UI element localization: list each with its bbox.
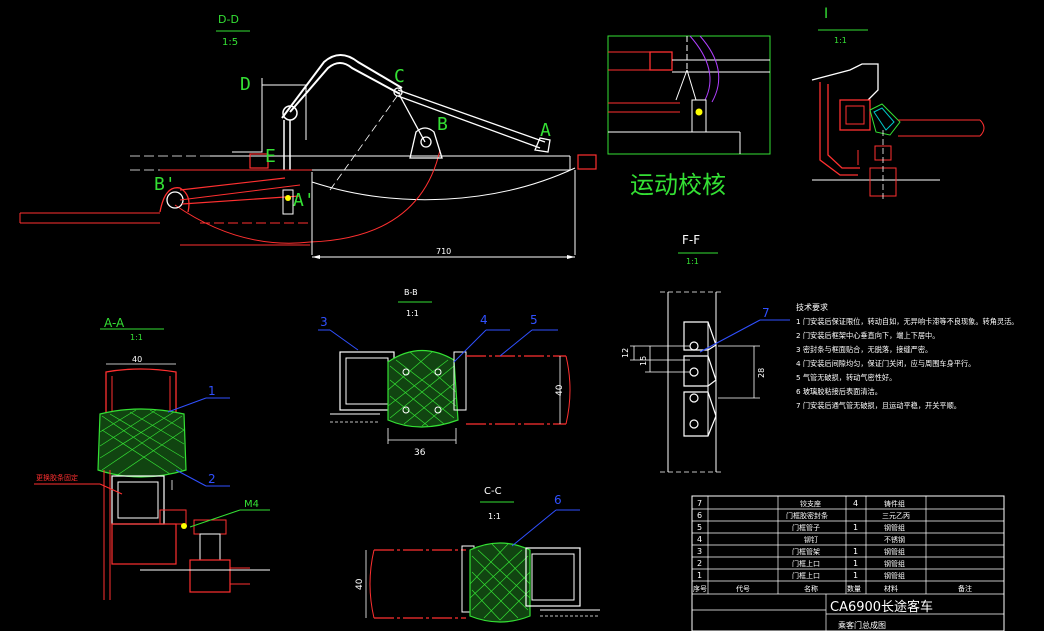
bom-row-3-qty: 1 <box>853 523 858 532</box>
label-a: A <box>540 120 551 141</box>
callout-aa-1: 1 <box>208 384 216 398</box>
bom-row: 3 门框管架 1 钢管组 <box>697 547 905 556</box>
bom-row-7-material: 钢管组 <box>884 571 905 580</box>
title-block-subtitle: 乘客门总成图 <box>838 620 886 630</box>
callout-bb-5: 5 <box>530 313 538 327</box>
label-b: B <box>437 114 448 135</box>
label-c: C <box>394 66 405 87</box>
dim-aa-40: 40 <box>132 355 142 364</box>
section-dd-title: D-D <box>218 13 239 26</box>
section-aa-scale: 1:1 <box>130 333 143 342</box>
bom-row-1-name: 铰支座 <box>800 499 821 508</box>
tech-req-item-4: 4 门安装后间隙均匀，保证门关闭，应与周围车身平行。 <box>796 359 975 368</box>
tech-req-item-7: 7 门安装后通气管无破损，且运动平稳，开关平顺。 <box>796 401 961 410</box>
bom-row: 5 门框管子 1 钢管组 <box>697 523 905 532</box>
dim-cc-40: 40 <box>355 578 365 590</box>
callout-bb-4: 4 <box>480 313 488 327</box>
bom-row-2-name: 门框胶密封条 <box>786 511 828 520</box>
bom-row-4-material: 不锈钢 <box>884 535 905 544</box>
section-cc-view: C-C 1:1 40 6 <box>355 486 600 623</box>
callout-cc-6: 6 <box>554 493 562 507</box>
tech-req-title: 技术要求 <box>796 302 828 312</box>
detail-i-scale: 1:1 <box>834 36 847 45</box>
tech-req-item-2: 2 门安装后框架中心垂直向下，端上下居中。 <box>796 331 939 340</box>
bom-row-1-qty: 4 <box>853 499 858 508</box>
title-block-title: CA6900长途客车 <box>830 599 933 615</box>
bom-row: 1 门框上口 1 钢管组 <box>697 571 905 580</box>
bom-row-1-no: 7 <box>697 499 702 508</box>
section-ff-title: F-F <box>682 233 700 247</box>
bom-row-7-qty: 1 <box>853 571 858 580</box>
bom-row-2-no: 6 <box>697 511 702 520</box>
bom-row-5-name: 门框管架 <box>792 547 820 556</box>
section-dd-scale: 1:5 <box>222 37 238 48</box>
bom-row: 7 铰支座 4 铸件组 <box>697 499 905 508</box>
bom-header-remark: 备注 <box>958 584 972 593</box>
bom-row-6-material: 钢管组 <box>884 559 905 568</box>
bom-header-code: 代号 <box>736 584 750 593</box>
dim-ff-28: 28 <box>757 368 766 378</box>
section-cc-scale: 1:1 <box>488 512 501 521</box>
bom-row: 2 门框上口 1 钢管组 <box>697 559 905 568</box>
bom-row-3-no: 5 <box>697 523 702 532</box>
label-d: D <box>240 74 251 95</box>
bom-row-7-name: 门框上口 <box>792 571 820 580</box>
callout-bb-3: 3 <box>320 315 328 329</box>
dim-ff-15: 15 <box>639 356 648 366</box>
bom-row-5-qty: 1 <box>853 547 858 556</box>
bom-row-5-no: 3 <box>697 547 702 556</box>
bom-row-2-material: 三元乙丙 <box>882 512 910 520</box>
tech-req-item-1: 1 门安装后保证限位，转动自如，无异响卡滞等不良现象。转角灵活。 <box>796 317 1019 326</box>
bom-row-4-no: 4 <box>697 535 702 544</box>
tech-req-item-5: 5 气管无破损，转动气密性好。 <box>796 373 896 382</box>
detail-i-title: I <box>824 6 828 22</box>
section-aa-title: A-A <box>104 316 125 330</box>
bom-row-6-name: 门框上口 <box>792 559 820 568</box>
detail-i-view: I 1:1 <box>811 6 985 200</box>
section-bb-title: B-B <box>404 288 418 297</box>
label-m4: M4 <box>244 499 259 510</box>
label-e: E <box>265 146 276 167</box>
tech-req-item-6: 6 玻璃胶粘接后表面清洁。 <box>796 387 882 396</box>
bom-header-qty: 数量 <box>847 584 861 593</box>
bom-table: 7 铰支座 4 铸件组 6 门框胶密封条 三元乙丙 5 门框管子 1 钢管组 4… <box>691 495 1005 631</box>
section-ff-scale: 1:1 <box>686 257 699 266</box>
dim-710: 710 <box>436 247 451 256</box>
bom-row-1-material: 铸件组 <box>884 499 905 508</box>
callout-aa-2: 2 <box>208 472 216 486</box>
callout-7: 7 <box>762 306 770 320</box>
bom-row-3-name: 门框管子 <box>792 523 820 532</box>
bom-header-material: 材料 <box>884 584 898 593</box>
motion-check-inset: 运动校核 <box>607 35 771 199</box>
bom-row: 4 铆钉 不锈钢 <box>697 535 905 544</box>
dim-bb-36: 36 <box>414 448 426 458</box>
section-bb-scale: 1:1 <box>406 309 419 318</box>
label-a-prime: A' <box>293 190 315 211</box>
bom-row-4-name: 铆钉 <box>804 535 818 544</box>
section-cc-title: C-C <box>484 486 502 497</box>
tech-requirements: 技术要求 1 门安装后保证限位，转动自如，无异响卡滞等不良现象。转角灵活。 2 … <box>796 302 1019 410</box>
section-aa-view: A-A 1:1 40 1 2 M4 更换胶 <box>34 316 270 600</box>
motion-check-title: 运动校核 <box>630 171 726 199</box>
bom-row-5-material: 钢管组 <box>884 547 905 556</box>
dim-bb-40: 40 <box>555 384 565 396</box>
section-ff-view: F-F 1:1 12 15 28 7 <box>621 233 790 473</box>
bom-header-no: 序号 <box>693 584 707 593</box>
label-b-prime: B' <box>154 174 176 195</box>
bom-row-7-no: 1 <box>697 571 702 580</box>
bom-header-name: 名称 <box>804 584 818 593</box>
tech-req-item-3: 3 密封条与框面贴合，无脱落，接缝严密。 <box>796 345 932 354</box>
bom-row-6-no: 2 <box>697 559 702 568</box>
bom-row-3-material: 钢管组 <box>884 523 905 532</box>
note-red: 更换胶条固定 <box>36 473 78 482</box>
bom-row: 6 门框胶密封条 三元乙丙 <box>697 511 910 520</box>
section-bb-view: B-B 1:1 40 36 3 4 5 <box>318 288 571 458</box>
bom-row-6-qty: 1 <box>853 559 858 568</box>
section-dd-view: D-D 1:5 <box>19 13 597 259</box>
dim-ff-12: 12 <box>621 348 630 358</box>
